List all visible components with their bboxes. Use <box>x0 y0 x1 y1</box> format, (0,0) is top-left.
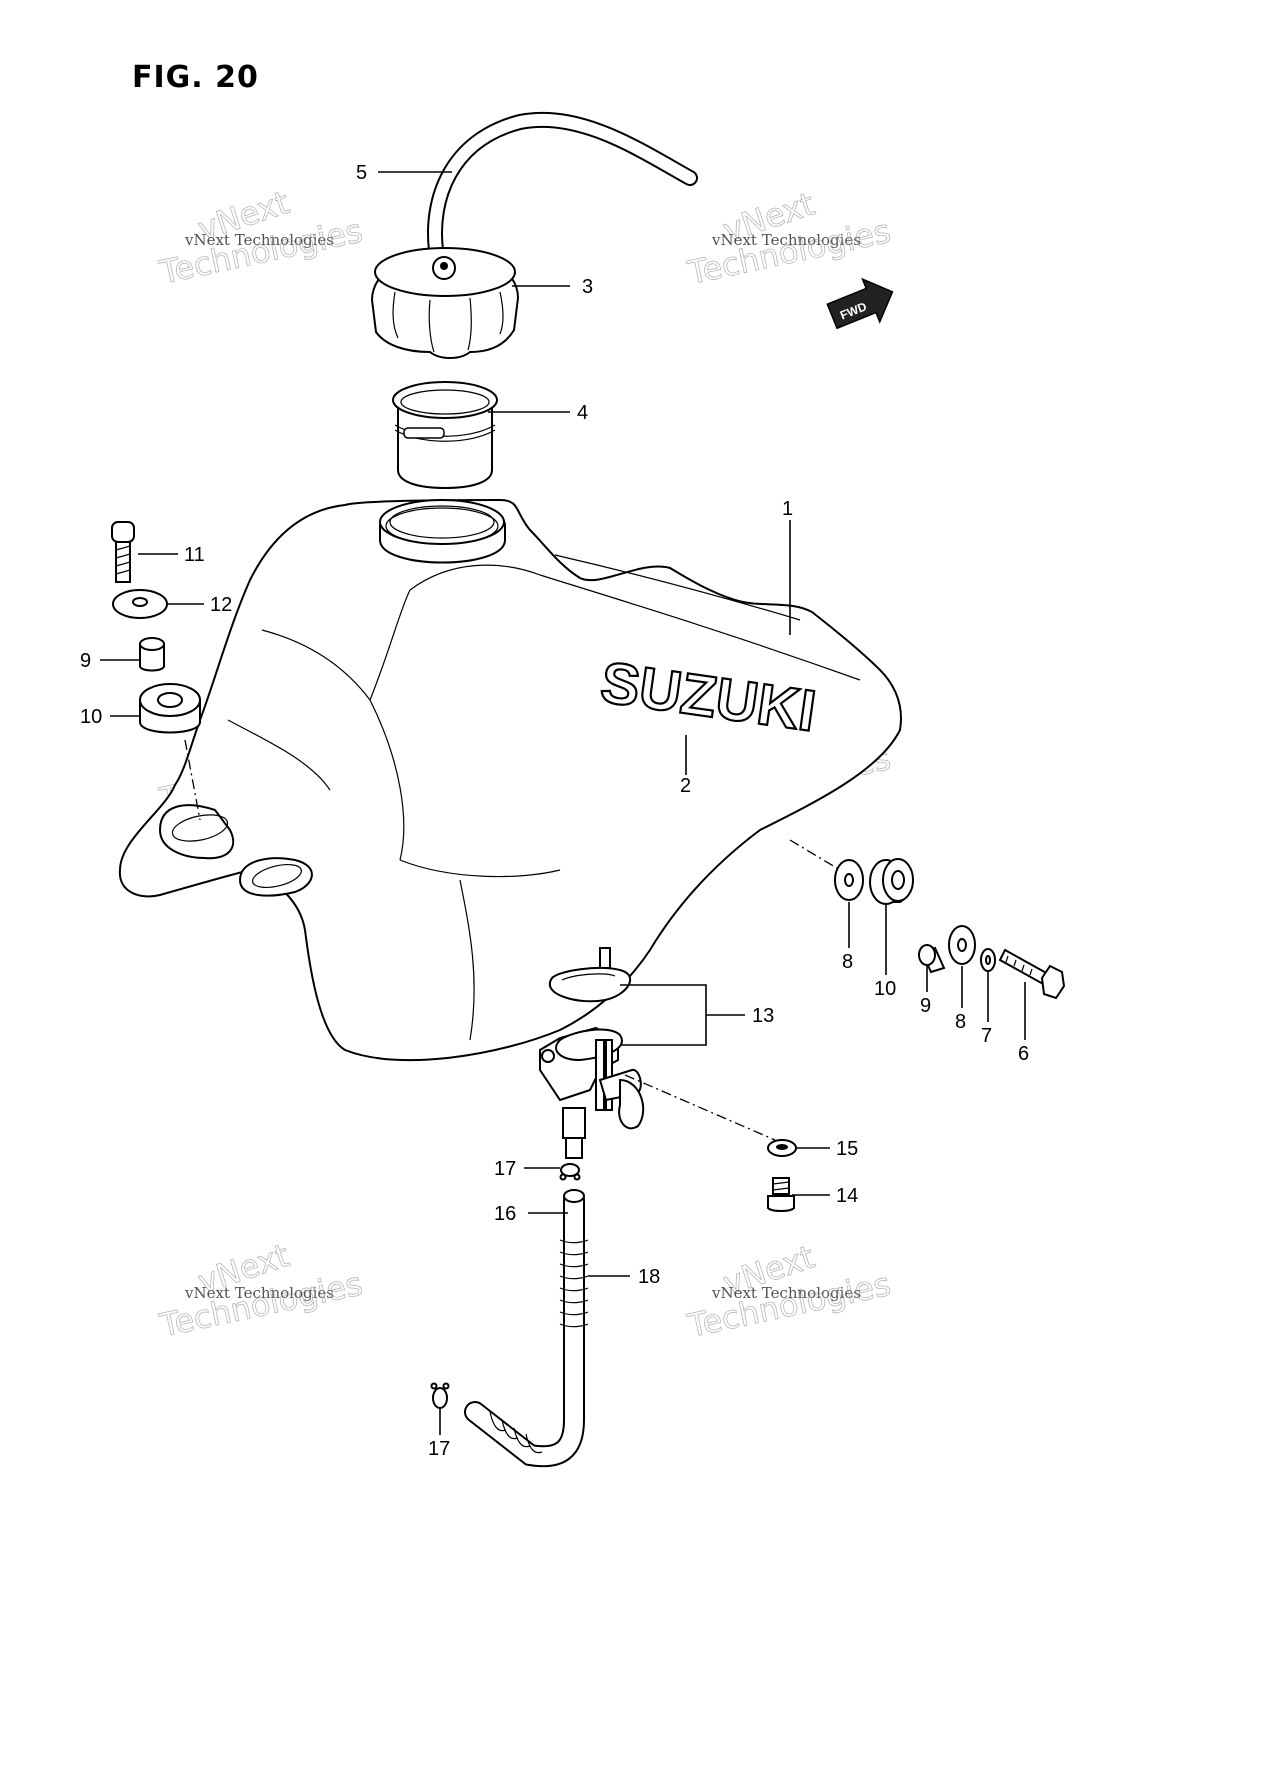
part-7-lock-washer <box>980 948 996 972</box>
part-17-clip-upper <box>559 1163 581 1181</box>
part-11-bolt <box>111 521 135 583</box>
figure-title: FIG. 20 <box>132 60 259 95</box>
callout-18: 18 <box>638 1266 660 1288</box>
callout-10-left: 10 <box>80 706 102 728</box>
watermark-bottom-left: vNext vNext Technologies Technologies <box>155 1236 366 1345</box>
callout-2: 2 <box>680 775 691 797</box>
part-8-washer-right-1 <box>834 859 864 901</box>
callout-17-lower: 17 <box>428 1438 450 1460</box>
part-18-hose-protector <box>489 1239 589 1454</box>
part-6-bolt <box>998 948 1066 1000</box>
part-16-fuel-hose <box>464 1189 585 1468</box>
callout-10-right: 10 <box>874 978 896 1000</box>
callout-17-upper: 17 <box>494 1158 516 1180</box>
svg-text:vNext Technologies: vNext Technologies <box>711 1284 861 1302</box>
callout-4: 4 <box>577 402 588 424</box>
part-5-breather-hose <box>427 111 698 258</box>
callout-6: 6 <box>1018 1043 1029 1065</box>
part-12-washer <box>112 589 168 619</box>
part-9-collar-right <box>918 944 946 974</box>
part-17-clip-lower <box>430 1382 450 1409</box>
part-10-grommet-right <box>869 858 914 905</box>
callout-12: 12 <box>210 594 232 616</box>
callout-9-left: 9 <box>80 650 91 672</box>
svg-text:vNext Technologies: vNext Technologies <box>184 1284 334 1302</box>
callout-11: 11 <box>184 544 205 566</box>
part-13-fuel-cock <box>539 947 645 1159</box>
callout-15: 15 <box>836 1138 858 1160</box>
part-3-fuel-cap <box>370 247 520 359</box>
svg-text:vNext Technologies: vNext Technologies <box>711 231 861 249</box>
callout-9-right: 9 <box>920 995 931 1017</box>
part-14-screw <box>767 1177 795 1212</box>
part-8-washer-right-2 <box>948 925 976 965</box>
part-10-grommet-left <box>139 683 201 734</box>
svg-text:vNext Technologies: vNext Technologies <box>184 231 334 249</box>
part-1-fuel-tank: SUZUKI <box>118 498 902 1062</box>
watermark-bottom-right: vNext vNext Technologies Technologies <box>683 1237 894 1345</box>
callout-14: 14 <box>836 1185 858 1207</box>
callout-8-b: 8 <box>955 1011 966 1033</box>
callout-8-a: 8 <box>842 951 853 973</box>
callout-7: 7 <box>981 1025 992 1047</box>
watermark-top-left: vNext vNext Technologies Technologies <box>155 183 366 292</box>
fwd-arrow-icon: FWD <box>826 277 894 330</box>
callout-13: 13 <box>752 1005 774 1027</box>
part-9-collar-left <box>139 637 165 672</box>
callout-16: 16 <box>494 1203 516 1225</box>
callout-5: 5 <box>356 162 367 184</box>
part-15-gasket <box>767 1139 797 1157</box>
callout-3: 3 <box>582 276 593 298</box>
part-4-filler-neck <box>392 381 498 490</box>
callout-numbers: 5 3 4 1 2 11 12 9 10 8 10 9 8 7 6 13 15 … <box>80 162 1029 1460</box>
watermark-top-right: vNext vNext Technologies Technologies <box>683 184 894 292</box>
callout-1: 1 <box>782 498 793 520</box>
leader-lines <box>100 171 1026 1435</box>
